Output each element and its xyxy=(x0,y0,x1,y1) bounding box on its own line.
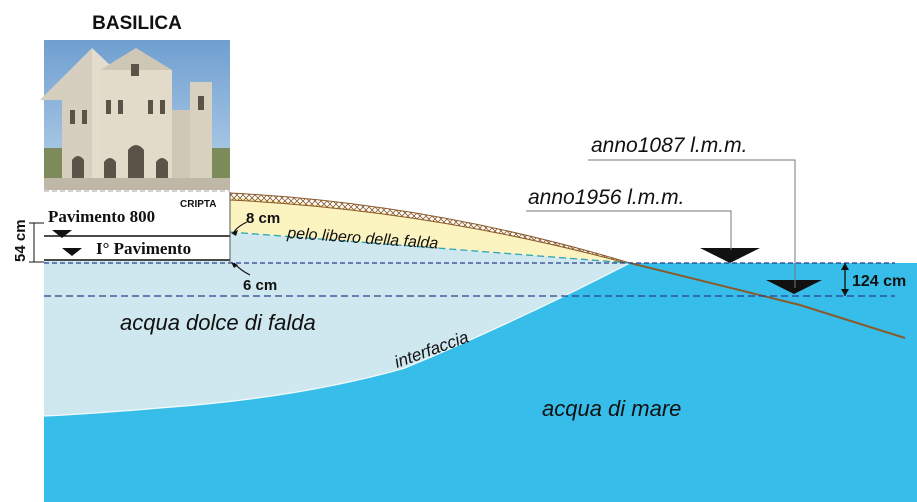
inverted-triangle-icon xyxy=(766,280,822,294)
interface-line xyxy=(43,262,631,417)
primo-pavimento-label: I° Pavimento xyxy=(96,239,191,258)
basilica-title: BASILICA xyxy=(92,13,182,34)
leader-1087 xyxy=(588,159,796,288)
dim-124-label: 124 cm xyxy=(852,273,906,290)
dim-8cm-label: 8 cm xyxy=(246,210,280,227)
inverted-triangle-icon xyxy=(700,248,760,263)
unsaturated-zone xyxy=(230,197,630,263)
fresh-water-lens xyxy=(44,232,630,416)
basilica-facade-photo xyxy=(40,40,230,190)
leader-1956 xyxy=(526,210,732,250)
dim-124-arrow-top xyxy=(841,263,849,270)
water-table-line xyxy=(229,231,631,264)
anno1956-label: anno1956 l.m.m. xyxy=(528,186,684,209)
inverted-triangle-icon xyxy=(62,248,82,256)
pavimento-800-label: Pavimento 800 xyxy=(48,207,155,226)
pointer-6cm-head xyxy=(231,262,238,268)
dim-124-arrow-bottom xyxy=(841,289,849,296)
anno1087-label: anno1087 l.m.m. xyxy=(591,134,747,157)
acqua-mare-label: acqua di mare xyxy=(542,396,681,421)
dim-54-label: 54 cm xyxy=(12,219,29,262)
acqua-dolce-label: acqua dolce di falda xyxy=(120,310,316,335)
inverted-triangle-icon xyxy=(52,230,72,238)
pointer-8cm-head xyxy=(231,230,238,236)
dim-6cm-label: 6 cm xyxy=(243,277,277,294)
sea-floor-line xyxy=(629,262,906,339)
pointer-8cm xyxy=(233,221,248,233)
cripta-label: CRIPTA xyxy=(180,199,216,210)
